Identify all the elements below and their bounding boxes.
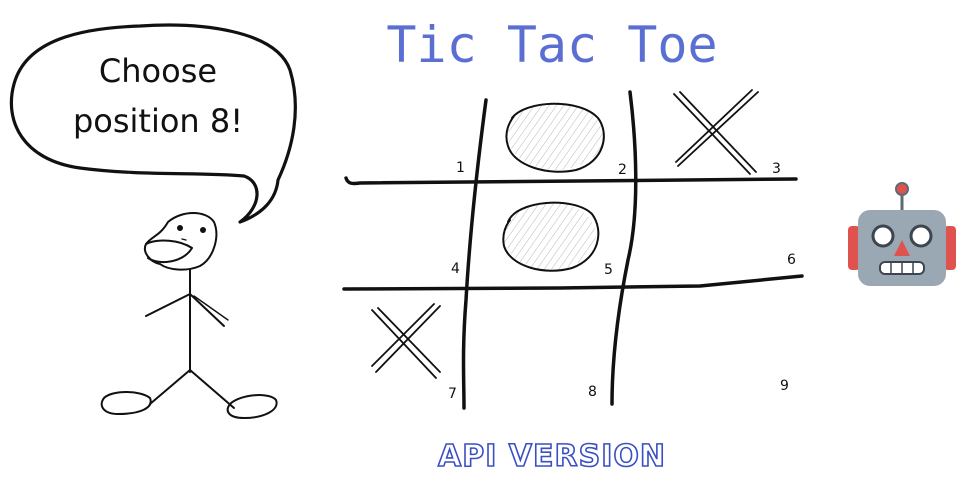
cell-number-6[interactable]: 6 bbox=[787, 252, 796, 268]
speech-bubble-line2: position 8! bbox=[73, 102, 243, 140]
speech-bubble: Choose position 8! bbox=[9, 23, 297, 224]
cell-number-8[interactable]: 8 bbox=[588, 384, 597, 400]
stick-figure bbox=[100, 212, 278, 419]
cell-number-9[interactable]: 9 bbox=[780, 378, 789, 394]
left-eye-icon bbox=[177, 225, 183, 231]
right-eye-icon bbox=[200, 227, 206, 233]
cell-3-mark-x bbox=[673, 89, 759, 175]
cell-numbers: 1 2 3 4 5 6 7 8 9 bbox=[448, 160, 796, 402]
page-title: Tic Tac Toe bbox=[386, 16, 717, 74]
cell-number-1[interactable]: 1 bbox=[456, 160, 465, 176]
subtitle: API VERSION bbox=[438, 439, 666, 474]
cell-2-mark-o bbox=[505, 102, 605, 173]
cell-number-7[interactable]: 7 bbox=[448, 386, 457, 402]
robot-icon bbox=[848, 182, 956, 286]
cell-number-4[interactable]: 4 bbox=[451, 261, 460, 277]
speech-bubble-line1: Choose bbox=[99, 52, 217, 90]
cell-5-mark-o bbox=[502, 201, 600, 272]
cell-number-3[interactable]: 3 bbox=[772, 161, 781, 177]
cell-7-mark-x bbox=[371, 303, 441, 379]
cell-number-5[interactable]: 5 bbox=[604, 262, 613, 278]
cell-number-2[interactable]: 2 bbox=[618, 162, 627, 178]
board-grid bbox=[342, 90, 804, 410]
